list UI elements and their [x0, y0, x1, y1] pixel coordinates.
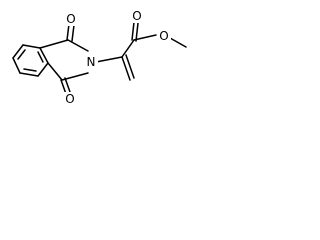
bond-lower-co-1 — [60, 79, 67, 95]
bond-ring-inner-1 — [17, 49, 26, 60]
bond-alpha-to-ester-carbon — [121, 39, 135, 58]
bond-ester-co-1 — [131, 21, 135, 41]
bond-ester-co-2 — [135, 22, 139, 42]
structure-canvas: O N O O O — [0, 0, 204, 122]
bond-ring-3 — [12, 57, 21, 74]
bond-ring-to-upper-carbonyl — [39, 39, 69, 49]
acrylate-chain — [95, 21, 187, 81]
bond-vinyl-2 — [125, 54, 135, 79]
bond-ring-inner-3 — [37, 51, 44, 63]
bond-ring-4 — [19, 72, 39, 77]
bond-ester-carbon-to-oxygen — [133, 34, 157, 41]
bond-oxygen-to-methyl — [169, 37, 187, 48]
bond-ring-inner-2 — [23, 68, 37, 72]
atom-o-bottom: O — [65, 92, 74, 106]
bond-upper-carbonyl-to-n — [67, 39, 89, 52]
label-bg-o-ester — [157, 29, 171, 43]
bond-n-to-alpha-carbon — [95, 56, 123, 63]
atom-o-carbonyl: O — [132, 9, 141, 23]
atom-labels: O N O O O — [63, 9, 171, 106]
benzene-ring — [12, 44, 49, 77]
bond-lower-co-2 — [64, 77, 71, 93]
bond-ring-5 — [37, 62, 49, 77]
molecule-diagram: O N O O O — [12, 9, 187, 106]
bond-ring-to-lower-carbonyl — [47, 62, 63, 81]
bond-ring-2 — [12, 44, 24, 59]
atom-o-ester: O — [159, 29, 168, 43]
bond-lower-carbonyl-to-n — [61, 72, 89, 81]
bond-ring-1 — [22, 44, 41, 49]
atom-n: N — [87, 55, 96, 69]
imide-ring — [39, 23, 89, 95]
bond-vinyl-1 — [121, 56, 131, 81]
bond-ring-6 — [39, 47, 49, 64]
label-bg-o-bottom — [63, 92, 77, 106]
atom-o-top: O — [66, 12, 75, 26]
bond-upper-co-2 — [71, 24, 75, 42]
bond-upper-co-1 — [66, 23, 70, 41]
label-bg-o-top — [64, 12, 78, 26]
label-bg-n — [84, 55, 98, 69]
label-bg-o-carbonyl — [130, 9, 144, 23]
